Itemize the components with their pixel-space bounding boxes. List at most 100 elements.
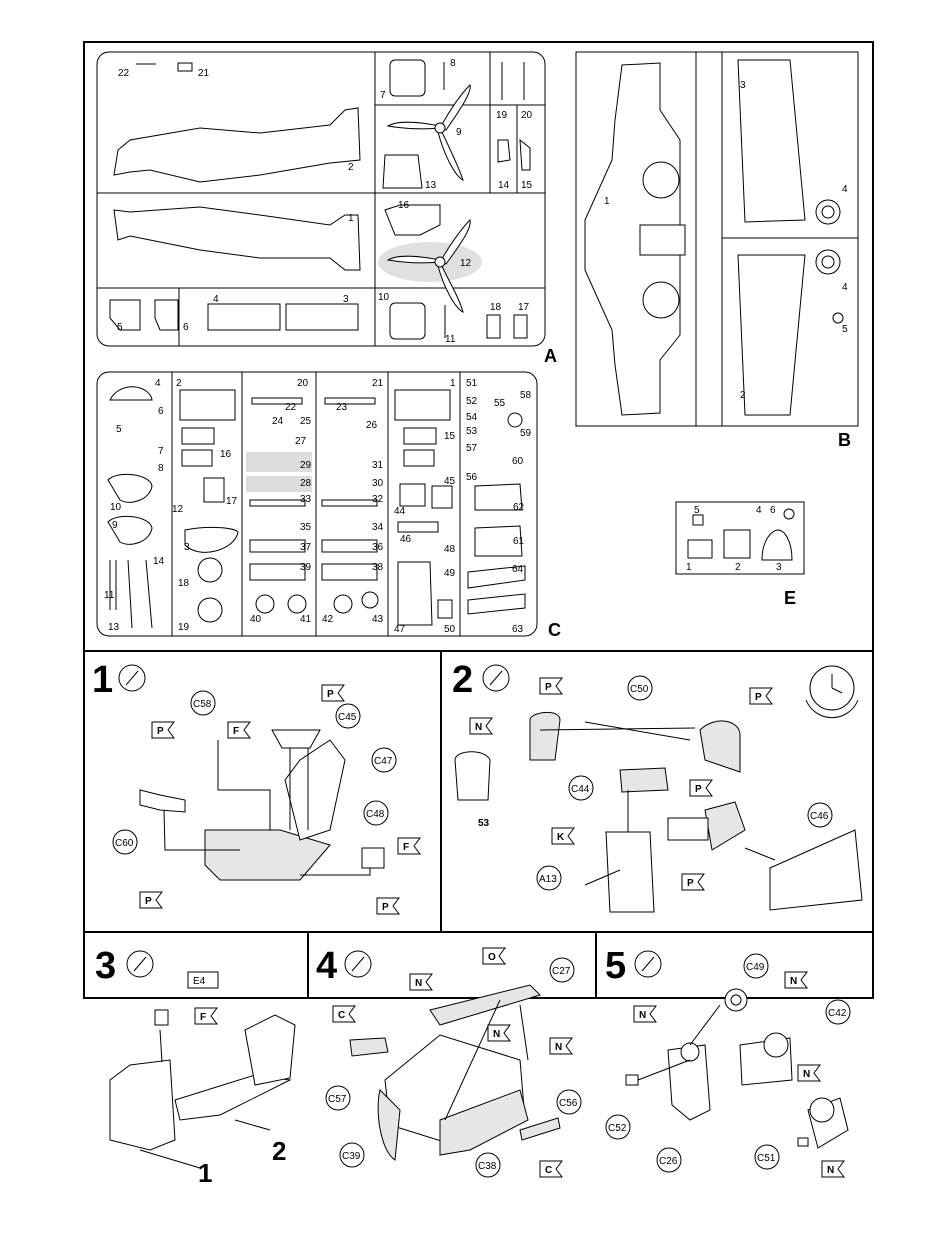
svg-text:9: 9 [112,520,118,531]
sprue-b: 13 44 52 B [575,51,859,450]
svg-text:F: F [403,842,409,853]
callout-c39: C39 [339,1142,365,1168]
svg-text:54: 54 [466,412,478,423]
svg-text:41: 41 [300,614,312,625]
svg-text:C57: C57 [328,1094,347,1105]
svg-text:P: P [145,896,152,907]
svg-text:38: 38 [372,562,384,573]
svg-text:5: 5 [116,424,122,435]
svg-text:C50: C50 [630,684,649,695]
svg-text:16: 16 [220,449,232,460]
svg-text:P: P [755,692,762,703]
svg-text:3: 3 [343,294,349,305]
svg-text:20: 20 [297,378,309,389]
step-5: 5 C49 C42 C52 C26 C51 N N N N [605,945,851,1178]
svg-text:61: 61 [513,536,525,547]
svg-text:45: 45 [444,476,456,487]
svg-text:22: 22 [118,68,130,79]
step-3-sub-1: 1 [198,1158,212,1188]
svg-text:24: 24 [272,416,284,427]
svg-text:12: 12 [172,504,184,515]
flag-p-8: P [681,873,705,891]
svg-text:25: 25 [300,416,312,427]
svg-text:22: 22 [285,402,297,413]
svg-text:2: 2 [740,390,746,401]
svg-text:13: 13 [425,180,437,191]
svg-text:27: 27 [295,436,307,447]
svg-text:2: 2 [176,378,182,389]
flag-p-7: P [689,779,713,797]
callout-c42: C42 [825,999,851,1025]
svg-text:14: 14 [153,556,165,567]
svg-text:58: 58 [520,390,532,401]
svg-text:C47: C47 [374,756,393,767]
svg-text:5: 5 [694,505,700,516]
flag-f-2: F [397,837,421,855]
flag-n-2: N [409,973,433,991]
svg-text:A13: A13 [539,874,557,885]
svg-text:2: 2 [735,562,741,573]
svg-text:20: 20 [521,110,533,121]
svg-text:4: 4 [213,294,219,305]
svg-text:28: 28 [300,478,312,489]
step-2: 2 C50 C44 C46 A13 53 P N P P K P [452,659,863,913]
svg-text:39: 39 [300,562,312,573]
svg-text:4: 4 [842,184,848,195]
svg-text:1: 1 [686,562,692,573]
svg-text:P: P [695,784,702,795]
svg-text:N: N [639,1010,646,1021]
svg-text:51: 51 [466,378,478,389]
svg-text:48: 48 [444,544,456,555]
flag-p-5: P [539,677,563,695]
svg-text:30: 30 [372,478,384,489]
flag-p-2: P [151,721,175,739]
svg-text:10: 10 [110,502,122,513]
callout-c50: C50 [627,675,653,701]
svg-text:C60: C60 [115,838,134,849]
callout-c57: C57 [325,1085,351,1111]
svg-text:40: 40 [250,614,262,625]
svg-text:P: P [382,902,389,913]
callout-c45: C45 [335,703,361,729]
svg-text:16: 16 [398,200,410,211]
svg-text:59: 59 [520,428,532,439]
svg-text:10: 10 [378,292,390,303]
svg-text:1: 1 [450,378,456,389]
callout-c44: C44 [568,775,594,801]
svg-text:36: 36 [372,542,384,553]
svg-text:53: 53 [466,426,478,437]
svg-text:N: N [790,976,797,987]
svg-text:32: 32 [372,494,384,505]
svg-text:C48: C48 [366,809,385,820]
svg-text:3: 3 [740,80,746,91]
svg-text:7: 7 [380,90,386,101]
svg-text:19: 19 [496,110,508,121]
step-3-number: 3 [95,945,116,987]
callout-c56: C56 [556,1089,582,1115]
svg-text:K: K [557,832,565,843]
svg-text:34: 34 [372,522,384,533]
part-53-label: 53 [478,818,490,829]
step-5-number: 5 [605,945,626,987]
svg-text:17: 17 [226,496,238,507]
svg-text:N: N [493,1029,500,1040]
svg-text:6: 6 [158,406,164,417]
svg-text:C: C [545,1165,552,1176]
svg-text:P: P [327,689,334,700]
svg-text:5: 5 [842,324,848,335]
svg-text:4: 4 [842,282,848,293]
sprue-a-letter: A [544,346,557,366]
svg-text:44: 44 [394,506,406,517]
callout-c47: C47 [371,747,397,773]
svg-text:C46: C46 [810,811,829,822]
svg-text:18: 18 [178,578,190,589]
flag-n-7: N [797,1064,821,1082]
svg-text:3: 3 [184,542,190,553]
callout-c49: C49 [743,953,769,979]
svg-text:8: 8 [158,463,164,474]
svg-text:2: 2 [348,162,354,173]
svg-text:43: 43 [372,614,384,625]
